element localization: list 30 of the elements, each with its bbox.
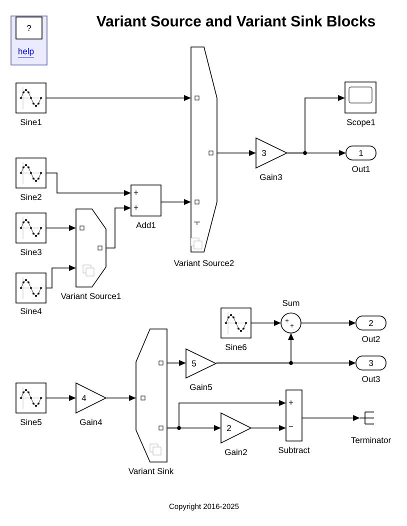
add-block: + + [130,184,162,216]
block-label: Sine2 [20,194,42,200]
block-label: Gain2 [225,448,247,456]
block-label: Sine1 [20,118,42,126]
block-label: Out1 [352,166,370,172]
block-label: Out2 [362,336,380,342]
block-label: Variant Source1 [60,292,121,300]
block-label: Subtract [278,446,310,454]
subtract-block: + − [286,390,302,442]
block-label: Variant Source2 [174,260,234,266]
block-label: Sine5 [20,418,42,426]
title: Variant Source and Variant Sink Blocks [96,16,375,26]
block-label: Gain4 [80,418,102,426]
node-label: + [288,400,294,405]
block-label: Gain5 [190,384,212,390]
block-label: Add1 [136,222,156,228]
outport: 1 [346,146,376,160]
block-label: Sum [282,300,300,306]
node-label: − [288,426,294,428]
block-label: Sine3 [20,248,42,256]
help-block: ? help [10,16,48,66]
block-label: Scope1 [346,119,375,127]
block-label: Gain3 [260,174,282,180]
terminator-block: Terminator [351,412,391,444]
block-label: Variant Sink [128,468,174,474]
block-label: Sine4 [20,308,42,314]
outport: 2 [356,316,386,330]
block-label: Out3 [362,376,380,382]
block-label: Sine6 [226,344,246,350]
outport: 3 [356,356,386,370]
